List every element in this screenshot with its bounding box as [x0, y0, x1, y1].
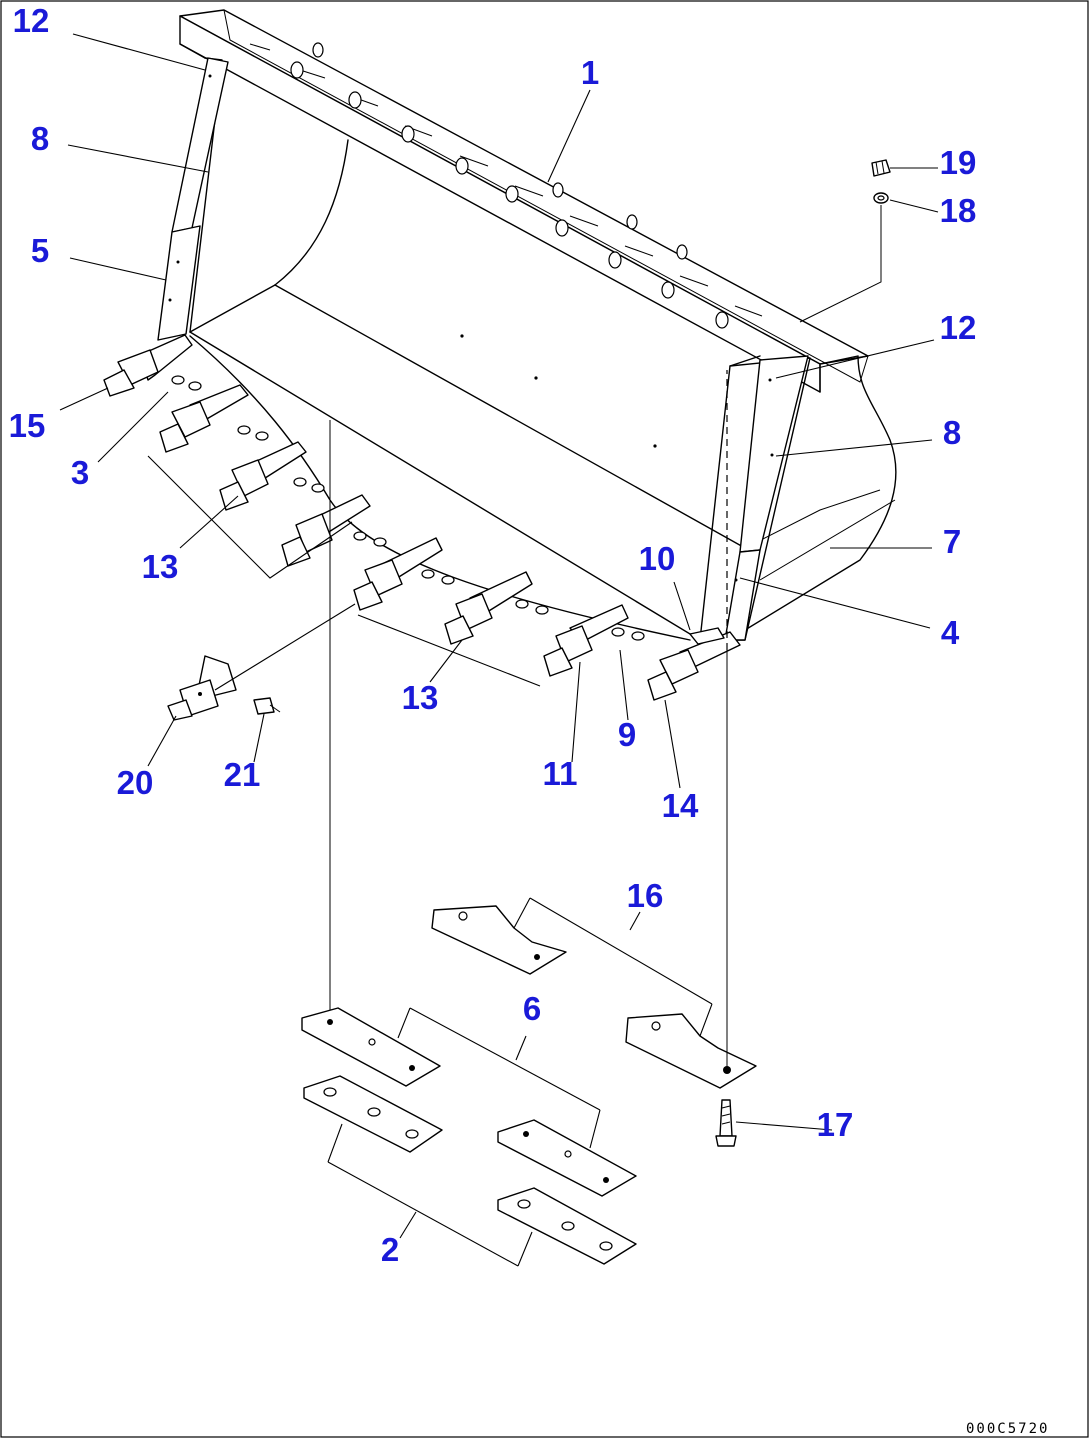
callout-c20: 20 [117, 764, 154, 801]
washer-18 [873, 192, 889, 204]
callout-c5: 5 [31, 232, 49, 269]
callout-c7: 7 [943, 523, 961, 560]
tooth-11 [543, 604, 629, 677]
tooth-3 [159, 384, 249, 453]
plate-16-upper [431, 905, 567, 975]
plate-6-upper [301, 1007, 441, 1087]
callout-c14: 14 [662, 787, 699, 824]
callout-c12b: 12 [940, 309, 977, 346]
nut-19 [871, 159, 891, 177]
callout-c18: 18 [940, 192, 977, 229]
callout-c8a: 8 [31, 120, 49, 157]
callout-c15: 15 [9, 407, 46, 444]
bolt-17 [715, 1099, 737, 1147]
plate-2-lower [497, 1187, 637, 1265]
callout-c13b: 13 [402, 679, 439, 716]
teeth-row [103, 334, 741, 701]
tooth-13a-2 [281, 494, 371, 567]
plate-16-lower [625, 1013, 757, 1089]
callout-c10: 10 [639, 540, 676, 577]
drawing-code: 000C5720 [966, 1421, 1049, 1437]
callout-c19: 19 [940, 144, 977, 181]
tooth-13a-3 [353, 537, 443, 611]
loose-tooth-and-pin [167, 655, 281, 721]
assembly-lines [329, 205, 882, 1070]
right-side-cutter [724, 355, 809, 641]
bottom-plates [301, 905, 757, 1265]
callout-c2: 2 [381, 1231, 399, 1268]
segment-edge-holes [171, 375, 645, 641]
callout-c6: 6 [523, 990, 541, 1027]
plate-2-upper [303, 1075, 443, 1153]
callout-c8b: 8 [943, 414, 961, 451]
corner-tooth-right [647, 627, 741, 701]
left-side-cutter [157, 57, 229, 341]
callout-c21: 21 [224, 756, 261, 793]
callout-c11: 11 [543, 755, 578, 792]
callout-labels: 1 12 8 5 15 3 13 19 18 12 8 7 10 4 13 9 11 14 20 21 16 6 17 2 [9, 2, 977, 1268]
callout-c1: 1 [581, 54, 599, 91]
leader-lines [59, 33, 939, 1267]
callout-c16: 16 [627, 877, 664, 914]
callout-c4: 4 [941, 614, 960, 651]
callout-c13a: 13 [142, 548, 179, 585]
corner-tooth-left [103, 334, 193, 397]
callout-c12a: 12 [13, 2, 50, 39]
callout-c9: 9 [618, 716, 636, 753]
callout-c3: 3 [71, 454, 89, 491]
plate-6-lower [497, 1119, 637, 1197]
callout-c17: 17 [817, 1106, 854, 1143]
tooth-13a-1 [219, 441, 307, 511]
tooth-13b [444, 571, 533, 645]
bucket-body [179, 9, 897, 641]
